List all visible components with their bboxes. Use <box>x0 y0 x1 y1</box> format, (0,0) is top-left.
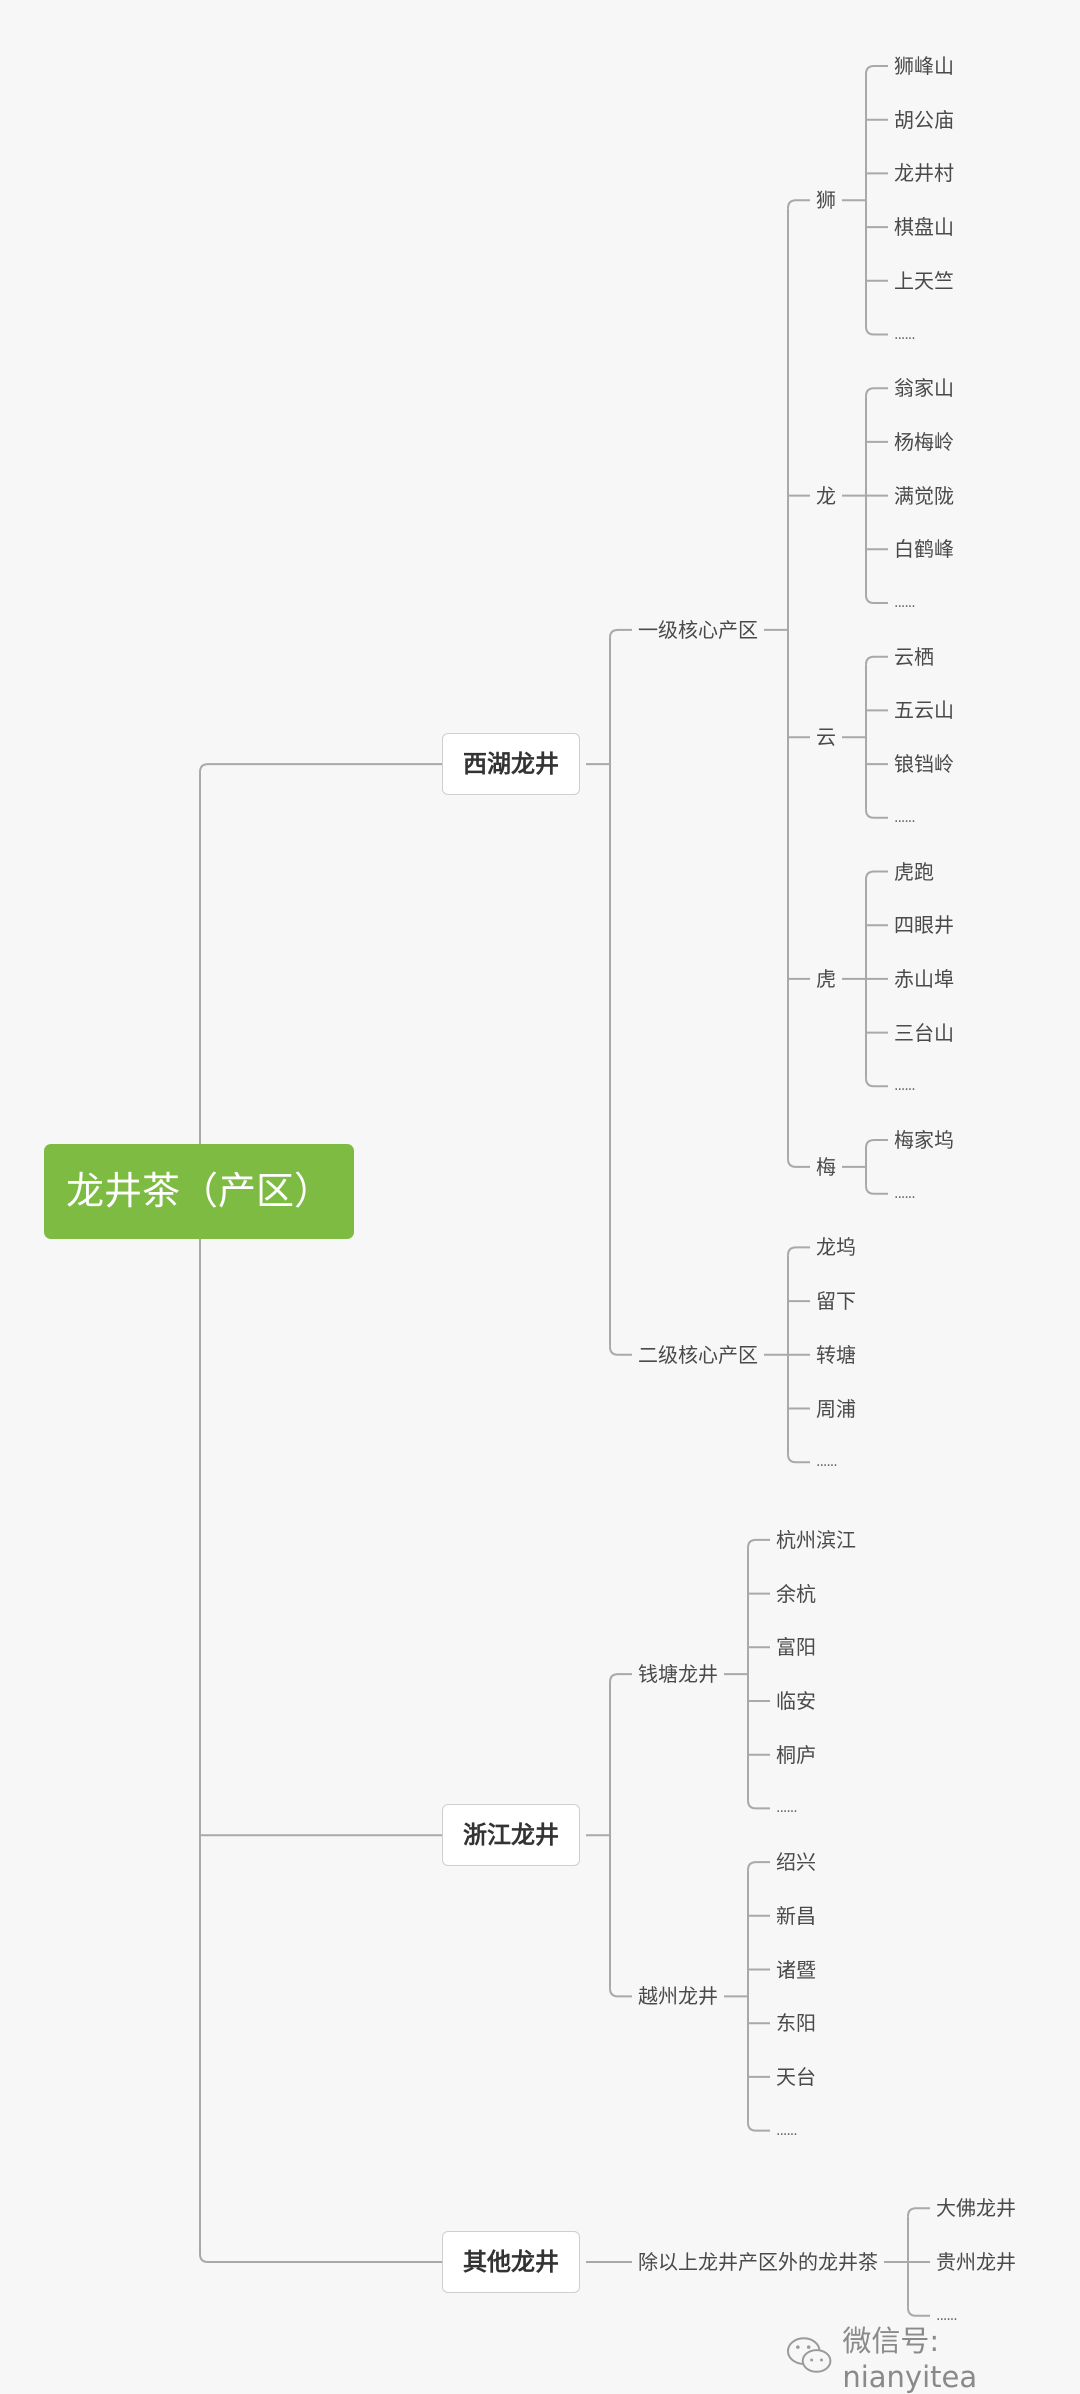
leaf-node: 转塘 <box>816 1342 856 1367</box>
leaf-node: 翁家山 <box>894 376 954 401</box>
root-node: 龙井茶（产区） <box>44 1143 354 1239</box>
leaf-node: 锒铛岭 <box>894 752 954 777</box>
connector-branch <box>865 65 888 75</box>
region-node: 西湖龙井 <box>442 733 580 796</box>
connector-branch <box>865 1139 888 1149</box>
connector-branch <box>865 1185 888 1195</box>
connector-branch <box>907 2207 930 2217</box>
connector-branch <box>865 326 888 336</box>
branch-node: 钱塘龙井 <box>638 1662 718 1687</box>
leaf-node: 梅家坞 <box>894 1128 954 1152</box>
branch-node: 虎 <box>816 966 836 991</box>
leaf-node: 狮峰山 <box>894 54 954 78</box>
leaf-node: 龙井村 <box>894 161 954 186</box>
connector-branch <box>865 870 888 880</box>
leaf-node: 四眼井 <box>894 913 954 938</box>
leaf-node: ...... <box>894 809 916 826</box>
leaf-node: 桐庐 <box>776 1742 816 1767</box>
leaf-node: 周浦 <box>816 1396 856 1421</box>
leaf-node: ...... <box>776 2122 798 2139</box>
connector-branch <box>609 1988 632 1998</box>
connector-branch <box>865 387 888 397</box>
watermark-text: 微信号: nianyitea <box>842 2324 978 2394</box>
leaf-node: 五云山 <box>894 698 954 723</box>
leaf-node: 上天竺 <box>894 268 954 293</box>
connector-branch <box>747 1861 770 1871</box>
leaf-node: ...... <box>816 1454 838 1471</box>
leaf-node: 三台山 <box>894 1020 954 1045</box>
leaf-node: ...... <box>776 1800 798 1817</box>
leaf-node: ...... <box>894 1078 916 1095</box>
branch-node: 狮 <box>816 188 836 213</box>
leaf-node: 赤山埠 <box>894 966 954 991</box>
branch-node: 一级核心产区 <box>638 617 758 642</box>
connector-branch <box>609 628 632 638</box>
leaf-node: 大佛龙井 <box>936 2196 1016 2221</box>
leaf-node: 胡公庙 <box>894 107 954 132</box>
leaf-node: 贵州龙井 <box>936 2250 1016 2274</box>
leaf-node: 白鹤峰 <box>894 537 954 562</box>
leaf-node: 临安 <box>776 1689 816 1713</box>
connector-branch <box>199 2253 442 2263</box>
connector-branch <box>199 763 442 773</box>
leaf-node: 天台 <box>776 2064 816 2089</box>
connector-branch <box>865 1078 888 1088</box>
leaf-node: 留下 <box>816 1289 856 1314</box>
branch-node: 龙 <box>816 483 836 508</box>
connector-branch <box>865 594 888 604</box>
connector-branch <box>747 1800 770 1810</box>
leaf-node: 绍兴 <box>776 1850 816 1875</box>
leaf-node: 满觉陇 <box>894 483 954 508</box>
leaf-node: 龙坞 <box>816 1235 856 1260</box>
connector-branch <box>865 809 888 819</box>
connector-branch <box>787 1246 810 1256</box>
branch-node: 二级核心产区 <box>638 1342 758 1367</box>
leaf-node: 棋盘山 <box>894 215 954 240</box>
connector-branch <box>747 1538 770 1548</box>
connector-branch <box>747 2122 770 2132</box>
branch-node: 云 <box>816 725 836 750</box>
leaf-node: ...... <box>894 1185 916 1202</box>
leaf-node: 新昌 <box>776 1903 816 1928</box>
connector-branch <box>609 1673 632 1683</box>
leaf-node: 杭州滨江 <box>776 1527 856 1552</box>
leaf-node: ...... <box>894 595 916 611</box>
leaf-node: ...... <box>936 2307 958 2324</box>
connector-branch <box>787 1158 810 1168</box>
leaf-node: 富阳 <box>776 1635 816 1660</box>
region-node: 浙江龙井 <box>442 1804 580 1867</box>
branch-node: 越州龙井 <box>638 1984 718 2009</box>
branch-node: 除以上龙井产区外的龙井茶 <box>638 2250 878 2274</box>
connector-branch <box>865 655 888 665</box>
leaf-node: 诸暨 <box>776 1957 816 1982</box>
wechat-icon <box>786 2337 832 2373</box>
connector-branch <box>787 199 810 209</box>
region-node: 其他龙井 <box>442 2231 580 2293</box>
connector-branch <box>609 1346 632 1356</box>
leaf-node: 云栖 <box>894 644 934 669</box>
leaf-node: ...... <box>894 326 916 343</box>
leaf-node: 余杭 <box>776 1581 816 1606</box>
connector-branch <box>907 2307 930 2317</box>
leaf-node: 虎跑 <box>894 859 934 884</box>
watermark: 微信号: nianyitea <box>785 2318 1080 2394</box>
branch-node: 梅 <box>816 1154 836 1179</box>
leaf-node: 东阳 <box>776 2011 816 2036</box>
connector-branch <box>787 1454 810 1464</box>
leaf-node: 杨梅岭 <box>894 429 954 454</box>
